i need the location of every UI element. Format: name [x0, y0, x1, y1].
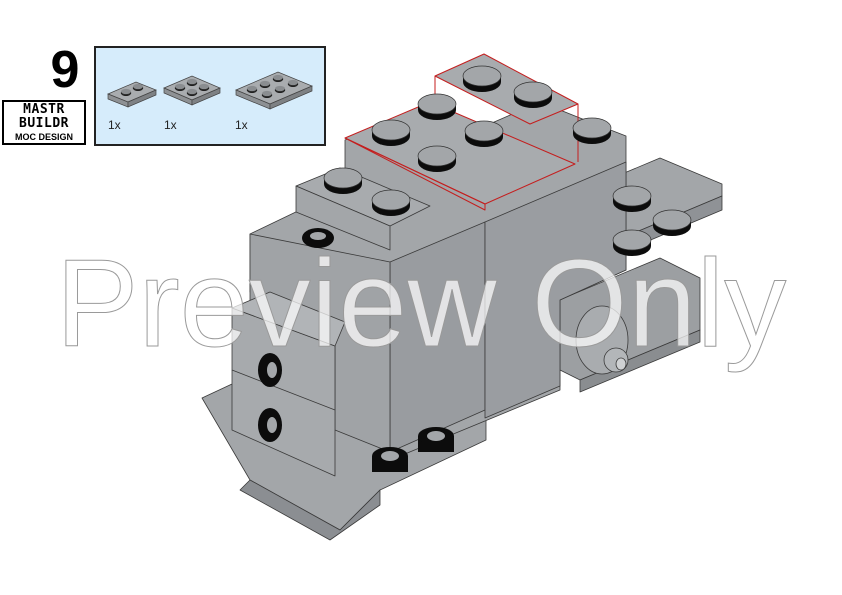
mastr-buildr-logo: MASTR BUILDR MOC DESIGN — [2, 100, 86, 145]
logo-line-3: MOC DESIGN — [14, 132, 73, 142]
part-quantity: 1x — [108, 118, 121, 132]
watermark-text: Preview Only — [56, 235, 786, 373]
part-quantity: 1x — [235, 118, 248, 132]
plate-2x2-icon — [163, 75, 221, 106]
part-quantity: 1x — [164, 118, 177, 132]
logo-line-2: BUILDR — [19, 116, 69, 131]
plate-1x2-icon — [107, 81, 157, 108]
preview-only-watermark: Preview Only — [55, 235, 786, 374]
step-number: 9 — [50, 41, 80, 99]
logo-line-1: MASTR — [23, 102, 65, 117]
parts-list-callout: 1x 1x 1x — [94, 46, 326, 146]
plate-2x3-icon — [235, 71, 313, 110]
